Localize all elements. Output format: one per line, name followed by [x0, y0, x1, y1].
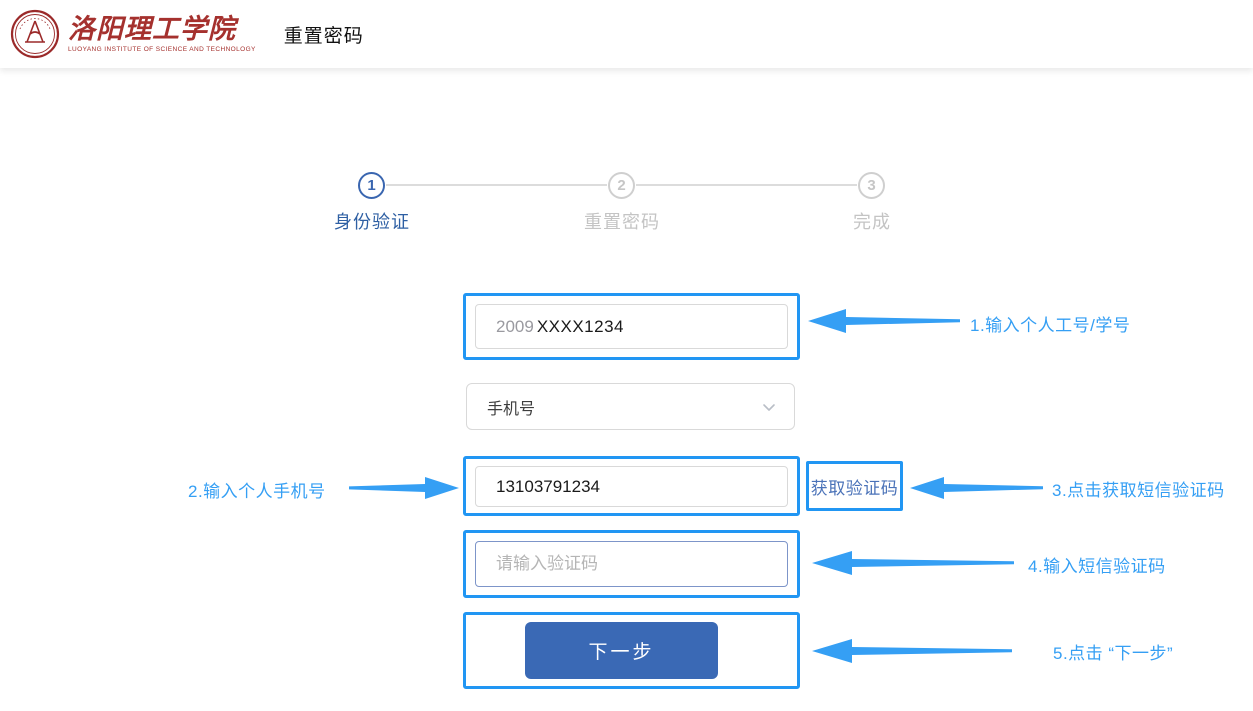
- next-step-button[interactable]: 下一步: [525, 622, 718, 679]
- annotation-3-label: 3.点击获取短信验证码: [1052, 481, 1225, 500]
- sms-code-input[interactable]: [475, 541, 788, 587]
- page-title: 重置密码: [283, 25, 364, 47]
- step-3-label: 完成: [853, 212, 891, 232]
- annotation-5-label: 5.点击 “下一步”: [1053, 644, 1174, 663]
- annotation-arrow-4-left-icon: [812, 548, 1014, 578]
- step-1-circle: 1: [358, 172, 385, 199]
- verify-method-selected-value: 手机号: [487, 400, 536, 418]
- annotation-arrow-2-right-icon: [349, 474, 459, 502]
- annotation-arrow-1-left-icon: [808, 306, 960, 336]
- annotation-2-label: 2.输入个人手机号: [188, 482, 326, 501]
- step-connector-2: [636, 184, 857, 186]
- step-2-label: 重置密码: [584, 212, 660, 232]
- account-id-input[interactable]: 2009 XXXX1234: [475, 304, 788, 349]
- code-input-highlight-box: [463, 530, 800, 598]
- step-2-circle: 2: [608, 172, 635, 199]
- step-3-circle: 3: [858, 172, 885, 199]
- annotation-1-label: 1.输入个人工号/学号: [970, 316, 1131, 335]
- verify-method-select[interactable]: 手机号: [466, 383, 795, 430]
- school-name-english: LUOYANG INSTITUTE OF SCIENCE AND TECHNOL…: [68, 46, 256, 53]
- next-button-highlight-box: [463, 612, 800, 689]
- phone-input-highlight-box: [463, 456, 800, 516]
- annotation-arrow-3-left-icon: [910, 473, 1043, 503]
- school-logo: 洛阳理工学院 LUOYANG INSTITUTE OF SCIENCE AND …: [10, 9, 256, 59]
- school-name: 洛阳理工学院: [68, 14, 236, 45]
- account-id-value-prefix: 2009: [496, 316, 534, 336]
- annotation-arrow-5-left-icon: [812, 636, 1012, 666]
- step-1-label: 身份验证: [334, 212, 410, 232]
- annotation-4-label: 4.输入短信验证码: [1028, 557, 1166, 576]
- account-input-highlight-box: [463, 293, 800, 360]
- chevron-down-icon: [763, 403, 775, 411]
- account-id-value-suffix: XXXX1234: [536, 316, 625, 336]
- header: 洛阳理工学院 LUOYANG INSTITUTE OF SCIENCE AND …: [0, 0, 1253, 68]
- step-connector-1: [386, 184, 607, 186]
- school-seal-icon: [10, 9, 60, 59]
- phone-input[interactable]: [475, 466, 788, 507]
- get-code-button[interactable]: 获取验证码: [806, 461, 903, 511]
